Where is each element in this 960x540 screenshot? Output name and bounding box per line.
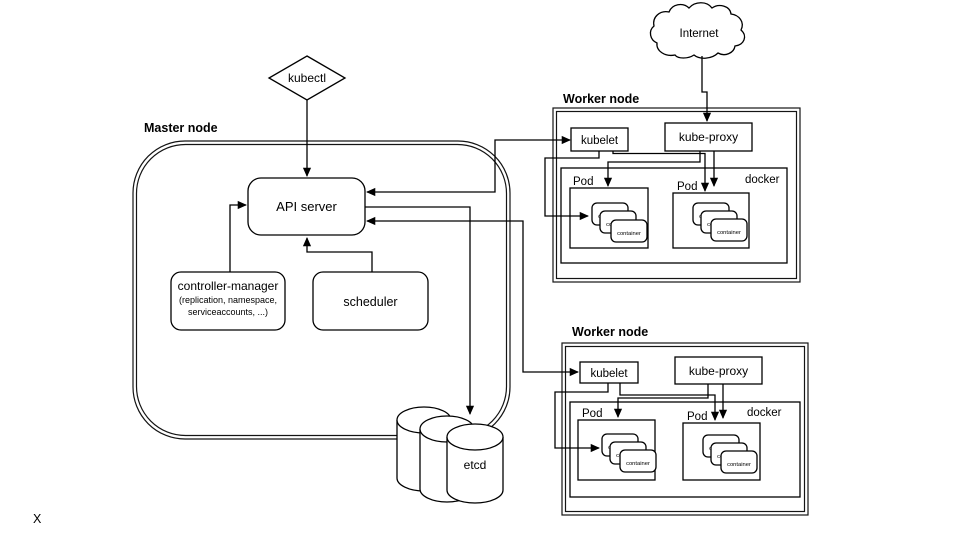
scheduler-label: scheduler	[343, 295, 397, 309]
container-label: container	[626, 461, 650, 467]
worker2-docker-box	[569, 401, 801, 498]
container-box	[610, 219, 648, 243]
api-server-label: API server	[276, 199, 337, 214]
container-label: container	[717, 230, 741, 236]
etcd-cylinder-front	[446, 423, 504, 504]
container-label: container	[617, 231, 641, 237]
worker2-kubelet-box	[579, 361, 639, 384]
internet-label: Internet	[680, 28, 720, 40]
worker1-pod2-label: Pod	[677, 181, 697, 193]
controller-manager-subtitle-1: (replication, namespace,	[179, 295, 277, 305]
worker1-pod1-containers: container container container	[591, 202, 648, 243]
arrow-api-server-kubelet1	[366, 135, 571, 197]
etcd-label: etcd	[464, 458, 487, 472]
worker1-kube-proxy-label: kube-proxy	[679, 130, 738, 144]
kubectl-node: kubectl	[267, 55, 347, 101]
internet-node: Internet	[649, 2, 746, 59]
controller-manager-subtitle-2: serviceaccounts, ...)	[188, 307, 268, 317]
container-box	[710, 218, 748, 242]
worker2-pod2-label: Pod	[687, 411, 707, 423]
kubectl-label: kubectl	[288, 71, 326, 85]
etcd-node: etcd	[396, 406, 504, 504]
controller-manager-title: controller-manager	[178, 279, 279, 293]
arrow-worker2-kube-proxy-to-pod1	[613, 384, 709, 418]
connectors	[229, 56, 728, 453]
worker-node-2: Worker node kubelet kube-proxy docker Po…	[561, 325, 809, 516]
container-box	[720, 450, 758, 474]
worker2-docker-label: docker	[747, 407, 782, 419]
worker1-pod2-containers: container container container	[692, 202, 748, 242]
worker2-pod1-containers: container container container	[601, 433, 657, 473]
worker1-pod2-box	[672, 192, 750, 249]
worker2-kube-proxy-box	[674, 356, 763, 385]
container-label: container	[727, 462, 751, 468]
worker2-label: Worker node	[572, 325, 648, 339]
worker2-outline-inner	[564, 345, 806, 513]
worker2-pod2-box	[682, 422, 761, 481]
scheduler-node: scheduler	[312, 271, 429, 331]
api-server-node: API server	[247, 177, 366, 236]
master-node-label: Master node	[144, 121, 218, 135]
arrow-scheduler-to-api-server	[302, 237, 373, 272]
worker1-kube-proxy-box	[664, 122, 753, 152]
arrow-controller-manager-to-api-server	[229, 200, 247, 272]
arrow-internet-to-kube-proxy1	[701, 56, 712, 122]
arrow-worker1-kubelet-to-pod2	[612, 151, 710, 192]
container-box	[619, 449, 657, 473]
controller-manager-node: controller-manager (replication, namespa…	[170, 271, 286, 331]
worker2-kubelet-label: kubelet	[590, 368, 628, 380]
worker2-pod1-box	[577, 419, 656, 481]
worker1-docker-label: docker	[745, 174, 780, 186]
worker2-pod2-containers: container container container	[702, 434, 758, 474]
worker-node-1: Worker node kubelet kube-proxy docker Po…	[552, 92, 801, 283]
close-x-button[interactable]: X	[33, 512, 42, 526]
arrow-worker2-kubelet-to-container	[554, 383, 609, 453]
worker2-outline-outer	[561, 342, 809, 516]
worker1-pod1-label: Pod	[573, 176, 593, 188]
worker1-label: Worker node	[563, 92, 639, 106]
arrow-worker1-kube-proxy-to-pod1	[603, 151, 701, 187]
worker2-kube-proxy-label: kube-proxy	[689, 364, 748, 378]
internet-cloud	[649, 2, 746, 59]
worker1-kubelet-label: kubelet	[581, 135, 619, 147]
arrow-api-server-kubelet2	[366, 216, 579, 377]
arrow-worker1-kubelet-to-container	[544, 151, 600, 221]
worker2-pod1-label: Pod	[582, 408, 602, 420]
arrow-worker2-kubelet-to-pod2	[619, 383, 720, 421]
controller-manager-box	[170, 271, 286, 331]
